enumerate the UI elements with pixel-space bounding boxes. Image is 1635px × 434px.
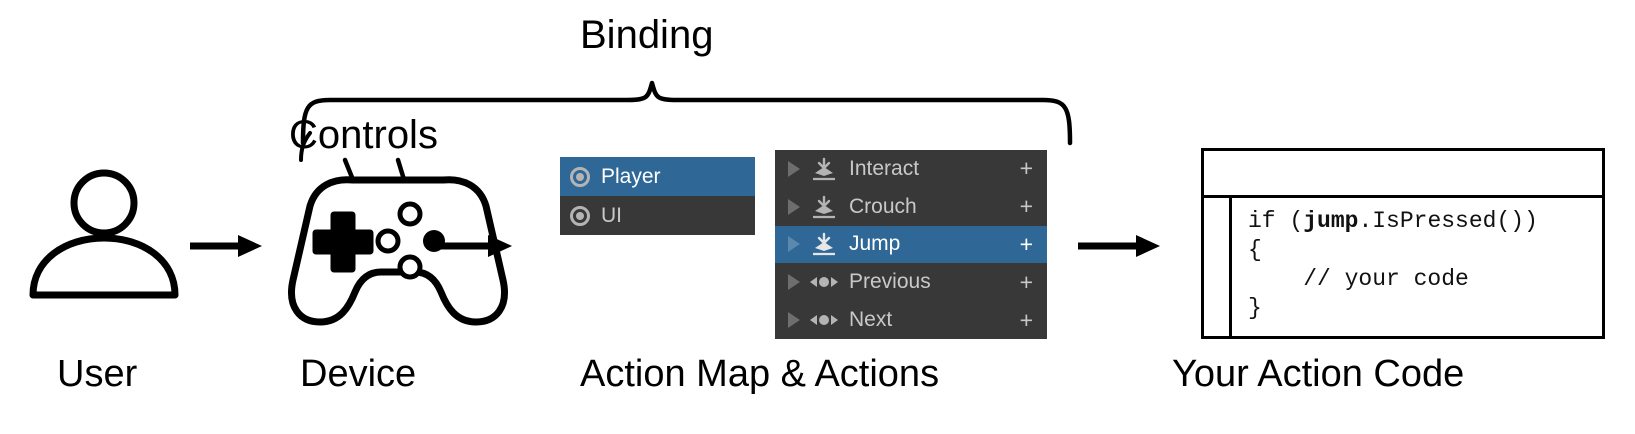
caption-action-map: Action Map & Actions (580, 353, 940, 395)
action-row-crouch[interactable]: Crouch + (775, 188, 1047, 226)
code-line-4: } (1248, 295, 1262, 321)
action-row-previous[interactable]: Previous + (775, 263, 1047, 301)
code-window-body: if (jump.IsPressed()) { // your code } (1204, 198, 1602, 336)
axis-action-icon (807, 274, 841, 290)
binding-brace-icon (300, 80, 1073, 146)
code-editor-window[interactable]: if (jump.IsPressed()) { // your code } (1201, 148, 1605, 339)
add-binding-button[interactable]: + (1019, 306, 1033, 333)
action-label: Next (849, 308, 893, 332)
arrow-right-icon-1 (190, 235, 262, 257)
axis-action-icon (807, 312, 841, 328)
radio-dot-icon (570, 166, 590, 187)
action-label: Crouch (849, 194, 917, 218)
gamepad-icon (288, 176, 508, 326)
action-map-label: Player (601, 164, 661, 188)
binding-annotation-label: Binding (580, 13, 714, 57)
radio-dot-icon (570, 205, 590, 226)
action-row-interact[interactable]: Interact + (775, 150, 1047, 188)
foldout-arrow-icon[interactable] (781, 311, 807, 329)
arrow-right-icon-2 (440, 235, 512, 257)
foldout-arrow-icon[interactable] (781, 273, 807, 291)
arrow-right-icon-3 (1078, 235, 1160, 257)
action-label: Jump (849, 232, 901, 256)
user-avatar-icon (29, 169, 179, 299)
foldout-arrow-icon[interactable] (781, 198, 807, 216)
action-row-jump[interactable]: Jump + (775, 225, 1047, 264)
code-line-1: if (jump.IsPressed()) (1248, 208, 1538, 234)
action-label: Previous (849, 270, 931, 294)
add-binding-button[interactable]: + (1019, 230, 1033, 257)
button-action-icon (807, 195, 841, 219)
action-map-row-ui[interactable]: UI (560, 196, 755, 235)
add-binding-button[interactable]: + (1019, 268, 1033, 295)
caption-your-action-code: Your Action Code (1172, 353, 1465, 395)
foldout-arrow-icon[interactable] (781, 160, 807, 178)
add-binding-button[interactable]: + (1019, 155, 1033, 182)
code-window-titlebar (1204, 151, 1602, 198)
code-line-2: { (1248, 237, 1262, 263)
add-binding-button[interactable]: + (1019, 193, 1033, 220)
code-line-3: // your code (1248, 266, 1469, 292)
controls-annotation-label: Controls (289, 113, 438, 157)
action-row-next[interactable]: Next + (775, 301, 1047, 339)
action-map-list[interactable]: Player UI (560, 157, 755, 235)
action-map-row-player[interactable]: Player (560, 157, 755, 196)
button-action-icon (807, 232, 841, 256)
caption-user: User (57, 353, 138, 395)
button-action-icon (807, 157, 841, 181)
caption-device: Device (300, 353, 417, 395)
action-map-label: UI (601, 203, 622, 227)
foldout-arrow-icon[interactable] (781, 235, 807, 253)
code-gutter (1204, 198, 1232, 336)
code-text[interactable]: if (jump.IsPressed()) { // your code } (1232, 198, 1602, 336)
actions-list[interactable]: Interact + Crouch + (775, 150, 1047, 339)
action-label: Interact (849, 156, 920, 180)
